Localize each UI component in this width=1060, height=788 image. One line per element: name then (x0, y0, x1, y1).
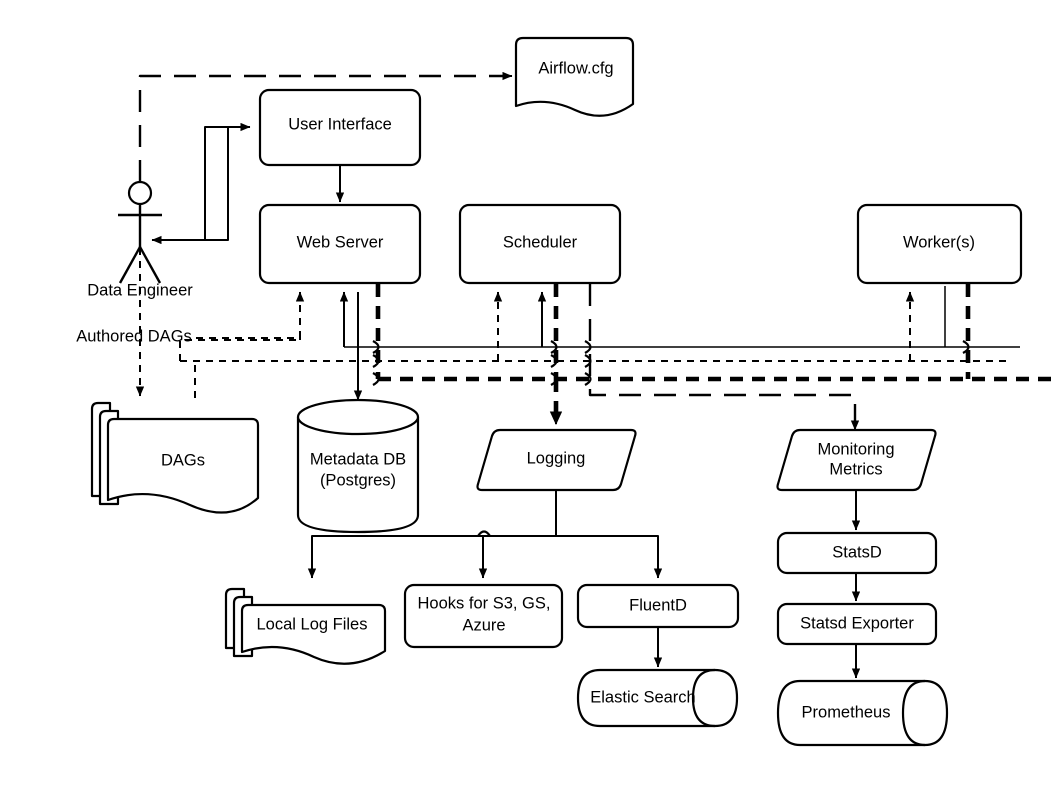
node-statsd[interactable]: StatsD (776, 531, 938, 575)
statsd-exporter-label: Statsd Exporter (800, 614, 914, 632)
node-user-interface[interactable]: User Interface (258, 88, 422, 167)
dags-label: DAGs (161, 451, 205, 469)
statsd-label: StatsD (832, 543, 882, 561)
node-dags[interactable]: DAGs (90, 401, 260, 514)
node-airflow-cfg[interactable]: Airflow.cfg (514, 36, 635, 117)
line-hop-markers (372, 340, 970, 386)
metadata-db-label-line2: (Postgres) (320, 471, 396, 489)
node-local-log-files[interactable]: Local Log Files (224, 587, 387, 665)
authored-dags-label: Authored DAGs (76, 327, 192, 345)
scheduler-label: Scheduler (503, 233, 578, 251)
logging-label: Logging (527, 449, 586, 467)
monitoring-metrics-label-line2: Metrics (829, 460, 882, 478)
actor-data-engineer (118, 180, 162, 284)
hooks-label-line1: Hooks for S3, GS, (418, 594, 551, 612)
workers-label: Worker(s) (903, 233, 975, 251)
monitoring-metrics-label-line1: Monitoring (817, 440, 894, 458)
edge-logging-fanout (307, 490, 663, 579)
node-workers[interactable]: Worker(s) (856, 203, 1023, 285)
node-metadata-db[interactable]: Metadata DB (Postgres) (296, 398, 420, 534)
node-prometheus[interactable]: Prometheus (776, 679, 949, 747)
edge-scheduler-to-monitoring-metrics (588, 284, 860, 431)
node-elastic-search[interactable]: Elastic Search (576, 668, 739, 728)
airflow-cfg-label: Airflow.cfg (538, 59, 613, 77)
local-log-files-label: Local Log Files (257, 615, 368, 633)
node-logging[interactable]: Logging (476, 428, 637, 492)
hooks-label-line2: Azure (462, 616, 505, 634)
edge-authored-dags-connector (196, 337, 301, 340)
elastic-search-label: Elastic Search (590, 688, 695, 706)
actor-label: Data Engineer (87, 281, 193, 299)
user-interface-label: User Interface (288, 115, 392, 133)
prometheus-label: Prometheus (802, 703, 891, 721)
fluentd-label: FluentD (629, 596, 687, 614)
edge-actor-to-user-interface (168, 122, 251, 241)
edge-actor-to-airflow-cfg (138, 71, 513, 182)
node-scheduler[interactable]: Scheduler (458, 203, 622, 285)
node-fluentd[interactable]: FluentD (576, 583, 740, 629)
edge-dags-to-web-server (179, 291, 305, 361)
node-statsd-exporter[interactable]: Statsd Exporter (776, 602, 938, 646)
edge-user-interface-to-actor (151, 127, 229, 245)
metadata-db-label-line1: Metadata DB (310, 450, 406, 468)
node-monitoring-metrics[interactable]: Monitoring Metrics (776, 428, 937, 492)
node-hooks[interactable]: Hooks for S3, GS, Azure (403, 583, 564, 649)
web-server-label: Web Server (297, 233, 384, 251)
node-web-server[interactable]: Web Server (258, 203, 422, 285)
